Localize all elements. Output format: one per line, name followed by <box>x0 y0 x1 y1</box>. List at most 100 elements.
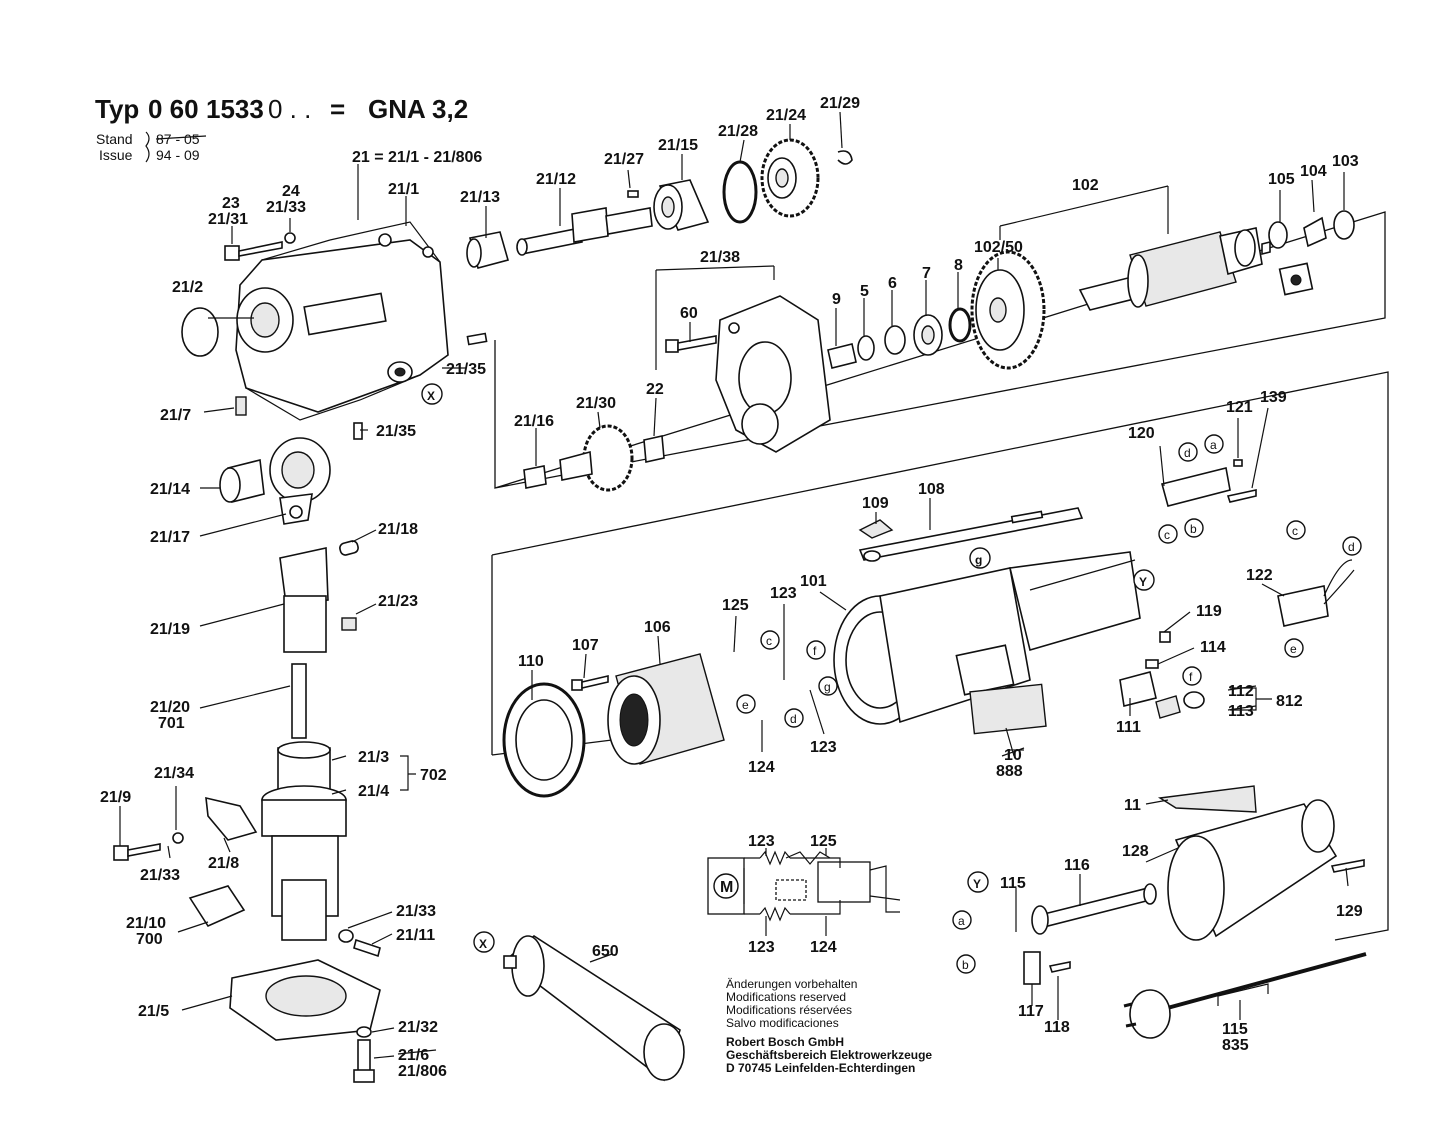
label-21-16: 21/16 <box>514 413 554 430</box>
stand-label: Stand <box>96 131 133 147</box>
callout-g-housing: g <box>969 547 991 569</box>
screw-21-11-part <box>338 929 381 958</box>
label-21-31: 21/31 <box>208 211 248 228</box>
stand-issue-brace <box>145 131 150 163</box>
screw-118-part <box>1048 961 1071 973</box>
label-128: 128 <box>1122 843 1149 860</box>
label-21-7: 21/7 <box>160 407 191 424</box>
pin-21-35-part <box>353 422 363 440</box>
title-code-c: 0 . . <box>268 94 311 124</box>
svg-text:c: c <box>1292 524 1298 538</box>
part-109 <box>858 519 894 539</box>
label-888-part <box>969 683 1047 735</box>
callout-x-label: X <box>427 389 435 403</box>
title-model: GNA 3,2 <box>368 94 468 124</box>
wiring-schematic <box>707 850 901 922</box>
label-21-14: 21/14 <box>150 481 190 498</box>
label-21-17: 21/17 <box>150 529 190 546</box>
label-22: 22 <box>646 381 664 398</box>
label-101: 101 <box>800 573 827 590</box>
gear-21-30-part <box>559 424 634 492</box>
setscrew-21-23-part <box>341 617 357 631</box>
label-112: 112 <box>1228 683 1254 700</box>
label-124: 124 <box>748 759 775 776</box>
label-21-19: 21/19 <box>150 621 190 638</box>
label-123c: 123 <box>748 833 775 850</box>
motor-symbol-label: M <box>720 879 733 896</box>
label-21-10: 21/10 <box>126 915 166 932</box>
label-107: 107 <box>572 637 599 654</box>
gear-head-housing <box>235 221 449 421</box>
key-21-27-part <box>627 190 639 198</box>
label-120: 120 <box>1128 425 1155 442</box>
washer-103-part <box>1333 210 1355 240</box>
svg-text:d: d <box>790 712 797 726</box>
callout-y-cable: Y <box>967 871 989 893</box>
callout-b-switch: b <box>1184 518 1204 538</box>
callout-d-switch: d <box>1178 442 1198 462</box>
svg-text:g: g <box>975 553 982 567</box>
label-115: 115 <box>1000 875 1026 892</box>
pin-21-18-part <box>339 540 359 556</box>
label-21-28: 21/28 <box>718 123 758 140</box>
label-129: 129 <box>1336 903 1363 920</box>
title-equals: = <box>330 94 345 124</box>
label-21-1: 21/1 <box>388 181 419 198</box>
callout-y-housing: Y <box>1133 569 1155 591</box>
part-labels: 21 = 21/1 - 21/806 21/1 23 21/31 24 21/3… <box>100 95 1363 1080</box>
label-835: 835 <box>1222 1037 1249 1054</box>
label-21-3: 21/3 <box>358 749 389 766</box>
callout-x-handle: X <box>473 931 495 953</box>
label-11: 11 <box>1124 797 1141 814</box>
strike-113 <box>1227 705 1257 711</box>
label-24: 24 <box>282 183 300 200</box>
bushing-5-part <box>857 335 875 361</box>
svg-text:f: f <box>1189 670 1193 684</box>
svg-text:c: c <box>766 634 772 648</box>
brush-812-part <box>1155 695 1181 719</box>
callout-e-field: e <box>736 694 756 714</box>
label-125b: 125 <box>810 833 837 850</box>
bearing-105-part <box>1268 221 1288 249</box>
svg-text:b: b <box>962 958 969 972</box>
armature-102-part <box>1078 227 1271 311</box>
label-21-33c: 21/33 <box>396 903 436 920</box>
label-21-30: 21/30 <box>576 395 616 412</box>
bearing-7-part <box>913 314 943 356</box>
label-21-29: 21/29 <box>820 95 860 112</box>
strike-10 <box>1001 747 1025 757</box>
clip-21-8-part <box>205 796 258 841</box>
svg-text:d: d <box>1348 540 1355 554</box>
svg-text:b: b <box>1190 522 1197 536</box>
company-name: Robert Bosch GmbH <box>726 1035 844 1049</box>
label-21-33: 21/33 <box>266 199 306 216</box>
die-holder-21-3-part <box>261 741 347 941</box>
label-139: 139 <box>1260 389 1287 406</box>
label-21-35: 21/35 <box>446 361 486 378</box>
label-60: 60 <box>680 305 698 322</box>
notes-block: Änderungen vorbehalten Modifications res… <box>726 977 932 1075</box>
label-23: 23 <box>222 195 240 212</box>
callout-b-cable: b <box>956 954 976 974</box>
plate-108-part <box>858 507 1084 562</box>
screw-129-part <box>1330 859 1365 873</box>
callout-x-housing: X <box>421 383 443 405</box>
svg-text:c: c <box>1164 528 1170 542</box>
motor-housing-101-part <box>833 551 1141 725</box>
svg-text:Y: Y <box>1139 575 1147 589</box>
label-10: 10 <box>1004 747 1022 764</box>
label-21-20: 21/20 <box>150 699 190 716</box>
svg-text:a: a <box>1210 438 1217 452</box>
side-handle-650-part <box>503 935 685 1082</box>
field-106-part <box>607 653 725 765</box>
circlip-21-28-part <box>722 160 758 224</box>
bearing-21-15-part <box>653 179 710 231</box>
label-21-range: 21 = 21/1 - 21/806 <box>352 149 482 166</box>
label-701: 701 <box>158 715 185 732</box>
screw-21-6-part <box>353 1026 375 1083</box>
callout-d-cap: d <box>1342 536 1362 556</box>
pin-21-7-part <box>235 396 247 416</box>
plug-part <box>1123 989 1171 1039</box>
